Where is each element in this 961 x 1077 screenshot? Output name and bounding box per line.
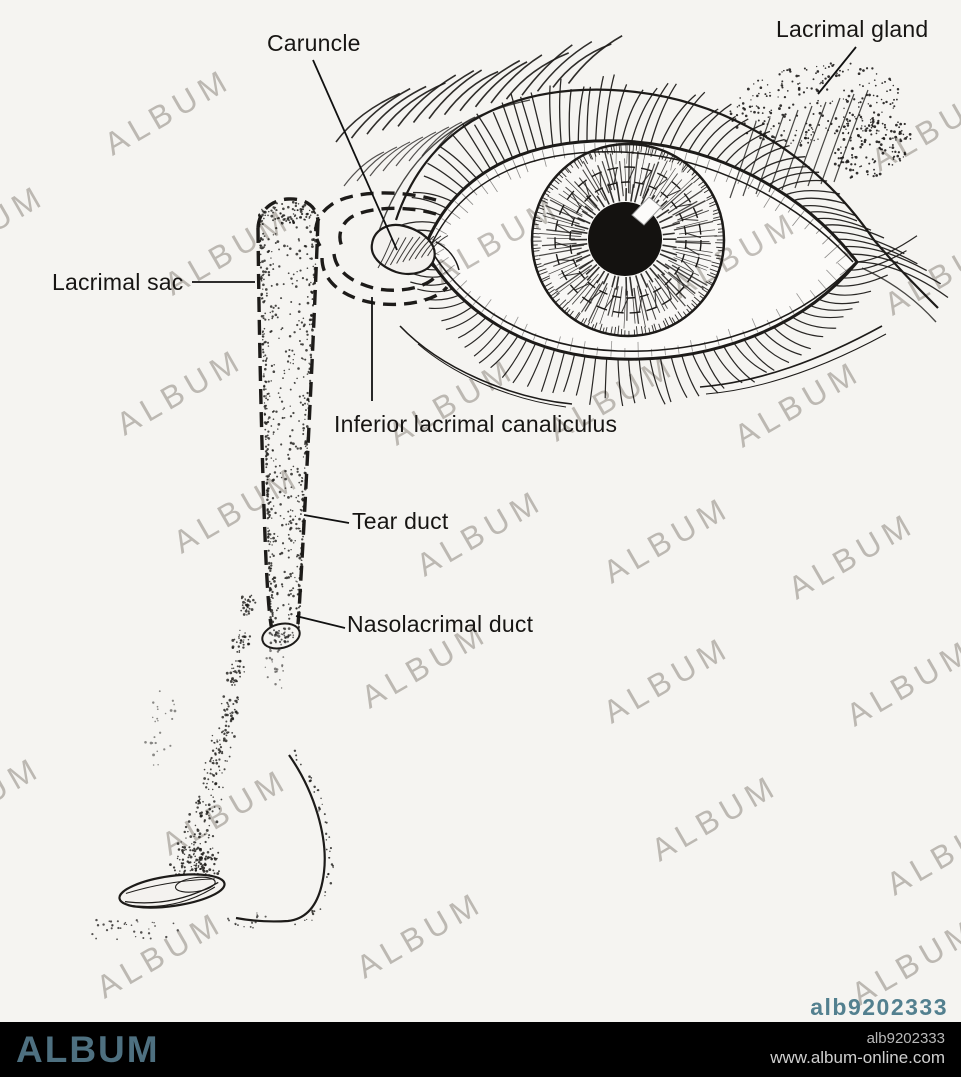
album-logo: ALBUM (16, 1029, 160, 1070)
label-lacrimal-gland: Lacrimal gland (776, 16, 929, 42)
caruncle-shape (370, 223, 460, 290)
leader-lacrimal-gland (817, 46, 857, 95)
label-tear-duct: Tear duct (352, 508, 449, 534)
pupil-highlight (631, 196, 662, 226)
lacrimal-canaliculi (314, 191, 449, 307)
leader-nasolacrimal-duct (295, 615, 346, 629)
label-caruncle: Caruncle (267, 30, 361, 56)
lacrimal-sac-and-duct (256, 197, 320, 650)
label-nasolacrimal-duct: Nasolacrimal duct (347, 611, 534, 637)
image-id-overlay: alb9202333 (810, 994, 948, 1020)
nostril (118, 873, 226, 909)
label-lacrimal-sac: Lacrimal sac (52, 269, 184, 295)
lacrimal-gland (729, 62, 912, 199)
nose-profile (91, 594, 335, 941)
footer-credits: alb9202333 www.album-online.com (770, 1030, 945, 1068)
leader-tear-duct (303, 514, 350, 524)
leader-lines (192, 46, 857, 629)
footer-image-id: alb9202333 (866, 1030, 945, 1048)
footer-website: www.album-online.com (770, 1048, 945, 1068)
label-inferior-lacrimal-canaliculus: Inferior lacrimal canaliculus (334, 411, 618, 437)
leader-caruncle (312, 59, 398, 251)
footer-bar: ALBUM alb9202333 www.album-online.com (0, 1022, 961, 1077)
eye-drawing (335, 35, 949, 408)
